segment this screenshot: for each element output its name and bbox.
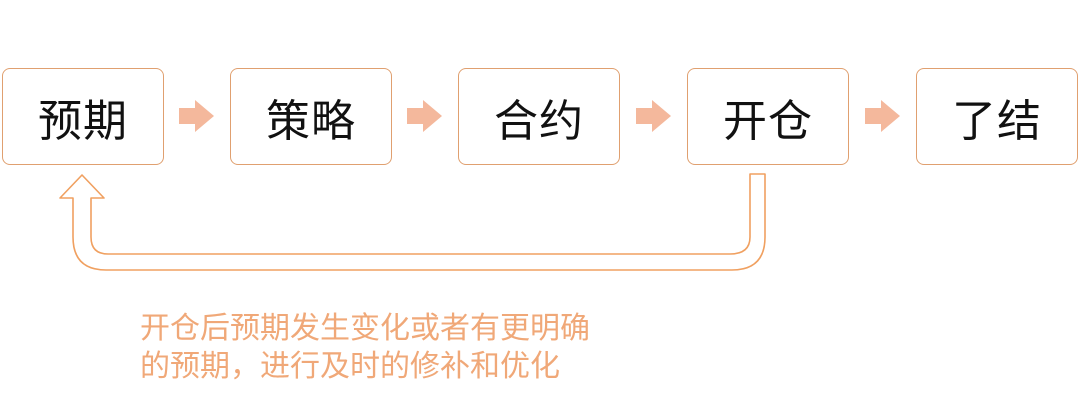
step-label: 策略 xyxy=(266,95,356,147)
step-box-expectation: 预期 xyxy=(2,68,164,165)
step-box-contract: 合约 xyxy=(458,68,620,165)
loop-note-line-2: 的预期，进行及时的修补和优化 xyxy=(140,349,560,384)
right-arrow-icon xyxy=(179,100,214,132)
loop-note-line-1: 开仓后预期发生变化或者有更明确 xyxy=(140,311,590,346)
step-label: 合约 xyxy=(494,95,584,147)
right-arrow-icon xyxy=(636,100,671,132)
step-label: 预期 xyxy=(38,95,128,147)
right-arrow-icon xyxy=(407,100,442,132)
step-box-close-out: 了结 xyxy=(916,68,1078,165)
step-box-strategy: 策略 xyxy=(230,68,392,165)
loop-note: 开仓后预期发生变化或者有更明确 的预期，进行及时的修补和优化 xyxy=(140,310,700,386)
step-label: 了结 xyxy=(952,95,1042,147)
step-box-open-position: 开仓 xyxy=(687,68,849,165)
right-arrow-icon xyxy=(865,100,900,132)
step-label: 开仓 xyxy=(723,95,813,147)
